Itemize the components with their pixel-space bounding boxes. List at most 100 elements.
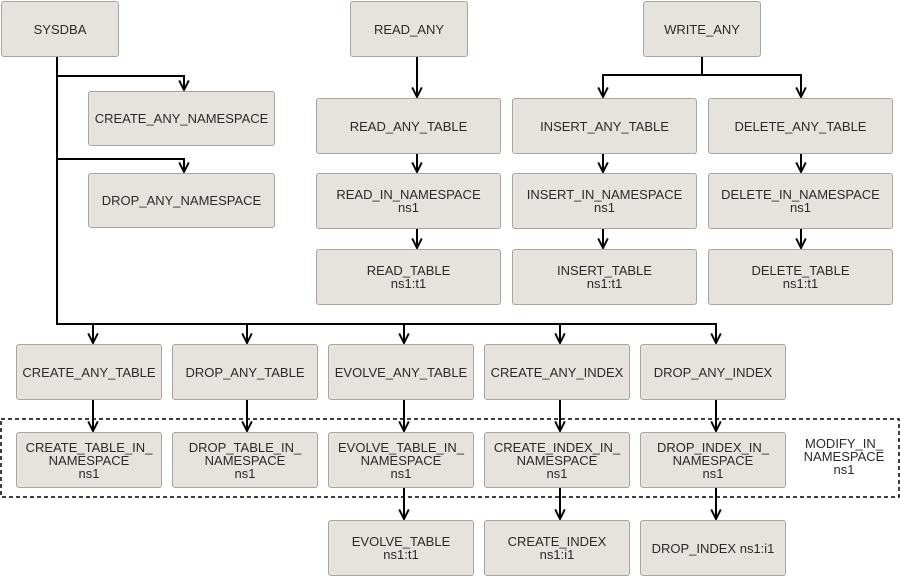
node-label: DROP_INDEX ns1:i1 bbox=[652, 542, 775, 555]
node-label: CREATE_ANY_INDEX bbox=[491, 366, 624, 379]
node-sysdba: SYSDBA bbox=[1, 1, 119, 57]
node-label-line: DROP_TABLE_IN_ bbox=[188, 439, 302, 455]
node-label-line: READ_TABLE bbox=[366, 263, 451, 278]
node-label-line: DROP_ANY_TABLE bbox=[185, 364, 305, 380]
node-label-line: NAMESPACE bbox=[672, 452, 754, 468]
node-label-line: ns1:t1 bbox=[586, 276, 623, 291]
node-label: INSERT_ANY_TABLE bbox=[540, 120, 669, 133]
node-read-any: READ_ANY bbox=[350, 1, 468, 57]
node-label-line: DELETE_TABLE bbox=[751, 263, 850, 278]
node-label-line: ns1:t1 bbox=[390, 276, 427, 291]
node-label: WRITE_ANY bbox=[664, 23, 740, 36]
node-label-line: READ_IN_NAMESPACE bbox=[336, 187, 481, 202]
node-label-line: READ_ANY_TABLE bbox=[349, 118, 468, 134]
group-label-line: ns1 bbox=[833, 462, 855, 477]
node-label: DROP_ANY_NAMESPACE bbox=[102, 194, 261, 207]
node-label-line: ns1 bbox=[594, 200, 615, 215]
group-label-line: NAMESPACE bbox=[803, 449, 885, 464]
node-label: READ_ANY_TABLE bbox=[350, 120, 468, 133]
node-label-line: CREATE_TABLE_IN_ bbox=[25, 439, 153, 455]
node-drop-index: DROP_INDEX ns1:i1 bbox=[640, 520, 786, 576]
node-delete-any-table: DELETE_ANY_TABLE bbox=[708, 98, 893, 154]
node-label-line: EVOLVE_TABLE bbox=[351, 534, 451, 549]
node-label: CREATE_ANY_NAMESPACE bbox=[95, 112, 269, 125]
node-label: EVOLVE_ANY_TABLE bbox=[335, 366, 467, 379]
node-label-line: NAMESPACE bbox=[48, 452, 130, 468]
node-label-line: CREATE_INDEX_IN_ bbox=[493, 439, 621, 455]
node-label-line: ns1 bbox=[234, 465, 256, 481]
node-label-line: NAMESPACE bbox=[516, 452, 598, 468]
modify-in-namespace-group-border bbox=[0, 418, 900, 498]
node-label: DELETE_ANY_TABLE bbox=[735, 120, 867, 133]
node-label-line: CREATE_ANY_TABLE bbox=[22, 364, 156, 380]
node-label-line: CREATE_ANY_INDEX bbox=[490, 364, 624, 380]
group-label-line: MODIFY_IN_ bbox=[804, 436, 883, 451]
node-label: DROP_ANY_TABLE bbox=[186, 366, 305, 379]
node-evolve-any-table: EVOLVE_ANY_TABLE bbox=[328, 344, 474, 400]
node-label-line: INSERT_ANY_TABLE bbox=[540, 118, 669, 134]
node-label-line: INSERT_TABLE bbox=[557, 263, 652, 278]
node-label-line: DELETE_ANY_TABLE bbox=[734, 118, 867, 134]
node-label-line: CREATE_ANY_NAMESPACE bbox=[94, 111, 269, 126]
node-label-line: ns1 bbox=[546, 465, 568, 481]
node-label-line: ns1 bbox=[78, 465, 100, 481]
node-label-line: ns1:t1 bbox=[782, 276, 819, 291]
node-label-line: DELETE_IN_NAMESPACE bbox=[721, 187, 880, 202]
node-insert-any-table: INSERT_ANY_TABLE bbox=[512, 98, 697, 154]
node-label: DROP_ANY_INDEX bbox=[654, 366, 772, 379]
node-label-line: EVOLVE_ANY_TABLE bbox=[334, 364, 468, 380]
node-label-line: ns1:i1 bbox=[539, 547, 575, 562]
node-label-line: INSERT_IN_NAMESPACE bbox=[526, 187, 683, 202]
node-create-any-namespace: CREATE_ANY_NAMESPACE bbox=[88, 91, 275, 146]
node-label-line: DROP_ANY_INDEX bbox=[653, 364, 773, 380]
node-label-line: CREATE_INDEX bbox=[507, 534, 607, 549]
node-label-line: ns1 bbox=[790, 200, 811, 215]
node-label-line: ns1:t1 bbox=[383, 547, 419, 562]
node-label-line: ns1 bbox=[390, 465, 412, 481]
node-read-any-table: READ_ANY_TABLE bbox=[316, 98, 501, 154]
node-label-line: NAMESPACE bbox=[360, 452, 442, 468]
node-label-line: NAMESPACE bbox=[204, 452, 286, 468]
node-create-any-table: CREATE_ANY_TABLE bbox=[16, 344, 162, 400]
node-label-line: READ_ANY bbox=[373, 21, 445, 37]
node-label-line: SYSDBA bbox=[33, 21, 87, 37]
node-label-line: ns1 bbox=[398, 200, 419, 215]
node-drop-any-table: DROP_ANY_TABLE bbox=[172, 344, 318, 400]
node-label-line: DROP_INDEX ns1:i1 bbox=[651, 540, 775, 556]
node-drop-any-namespace: DROP_ANY_NAMESPACE bbox=[88, 173, 275, 228]
node-create-any-index: CREATE_ANY_INDEX bbox=[484, 344, 630, 400]
node-drop-any-index: DROP_ANY_INDEX bbox=[640, 344, 786, 400]
node-label: SYSDBA bbox=[34, 23, 87, 36]
node-label: CREATE_ANY_TABLE bbox=[22, 366, 155, 379]
node-label-line: WRITE_ANY bbox=[664, 21, 740, 37]
node-label-line: ns1 bbox=[702, 465, 724, 481]
node-write-any: WRITE_ANY bbox=[643, 1, 761, 57]
node-label-line: DROP_INDEX_IN_ bbox=[657, 439, 769, 455]
